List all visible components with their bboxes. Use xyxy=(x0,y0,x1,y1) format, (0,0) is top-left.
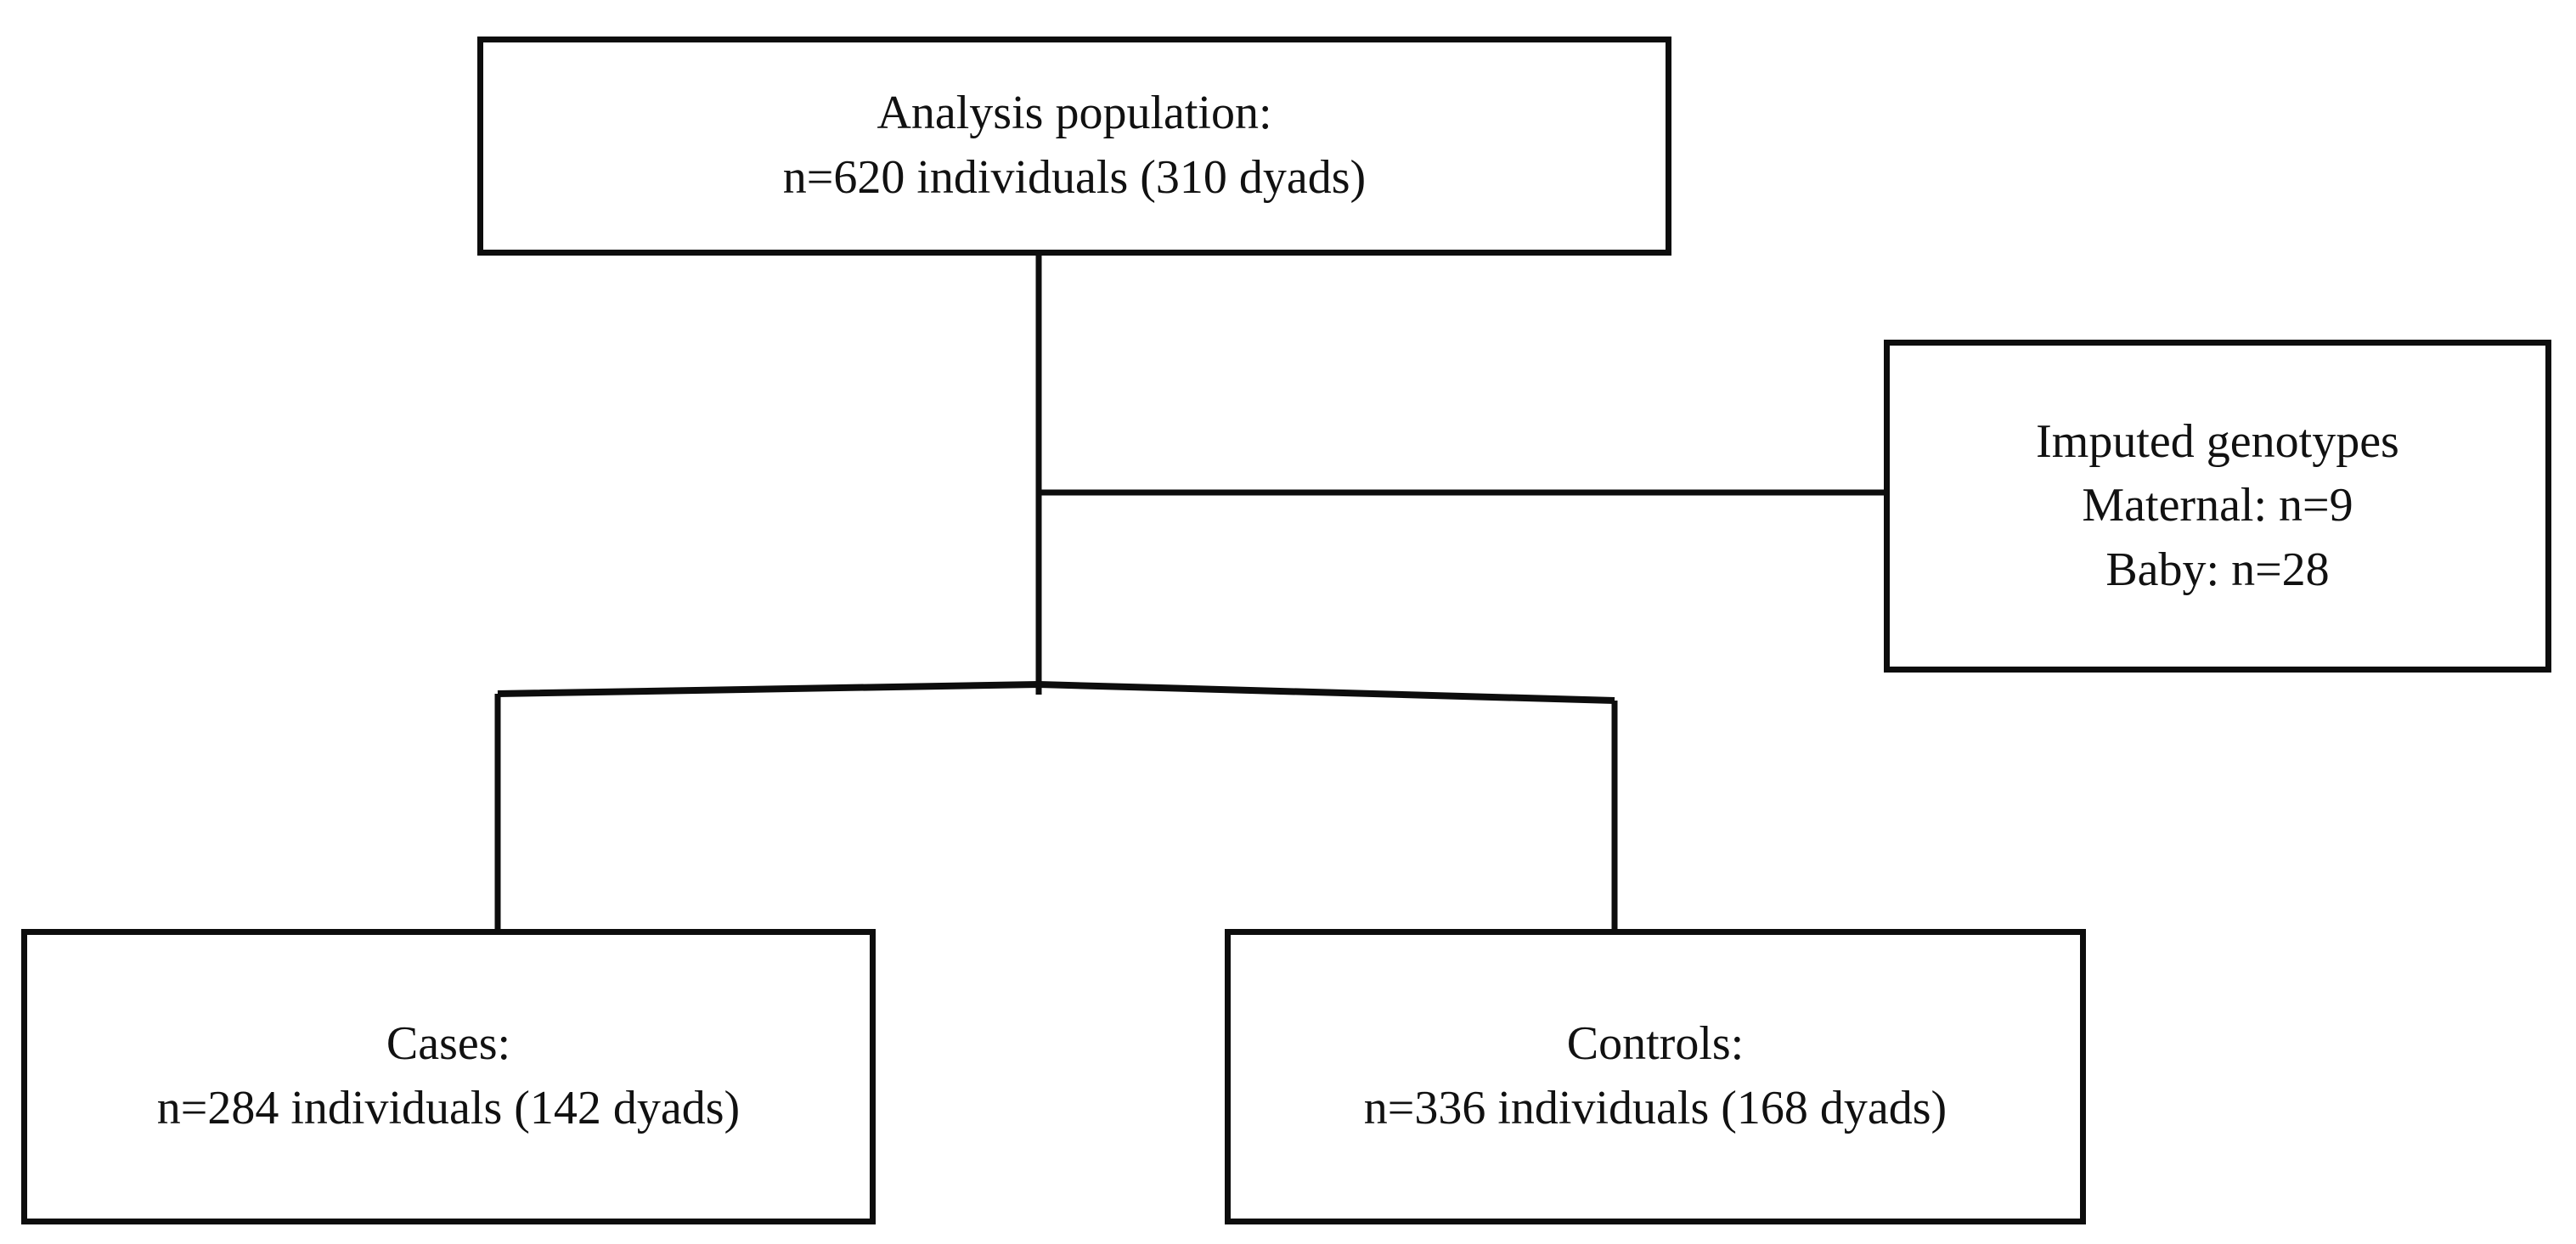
cases-box: Cases: n=284 individuals (142 dyads) xyxy=(21,929,876,1224)
cases-count: n=284 individuals (142 dyads) xyxy=(156,1082,741,1134)
controls-title: Controls: xyxy=(1566,1017,1745,1071)
imputed-genotypes-title: Imputed genotypes xyxy=(2036,414,2399,468)
imputed-genotypes-box: Imputed genotypes Maternal: n=9 Baby: n=… xyxy=(1884,340,2551,673)
analysis-population-count: n=620 individuals (310 dyads) xyxy=(782,151,1367,204)
analysis-population-box: Analysis population: n=620 individuals (… xyxy=(477,37,1671,256)
connector-branch-horizontal xyxy=(497,681,1615,704)
imputed-genotypes-maternal-count: Maternal: n=9 xyxy=(2082,479,2353,532)
controls-count: n=336 individuals (168 dyads) xyxy=(1363,1082,1948,1134)
controls-box: Controls: n=336 individuals (168 dyads) xyxy=(1225,929,2086,1224)
analysis-population-title: Analysis population: xyxy=(877,87,1272,140)
imputed-genotypes-baby-count: Baby: n=28 xyxy=(2105,543,2330,596)
cases-title: Cases: xyxy=(386,1017,511,1071)
